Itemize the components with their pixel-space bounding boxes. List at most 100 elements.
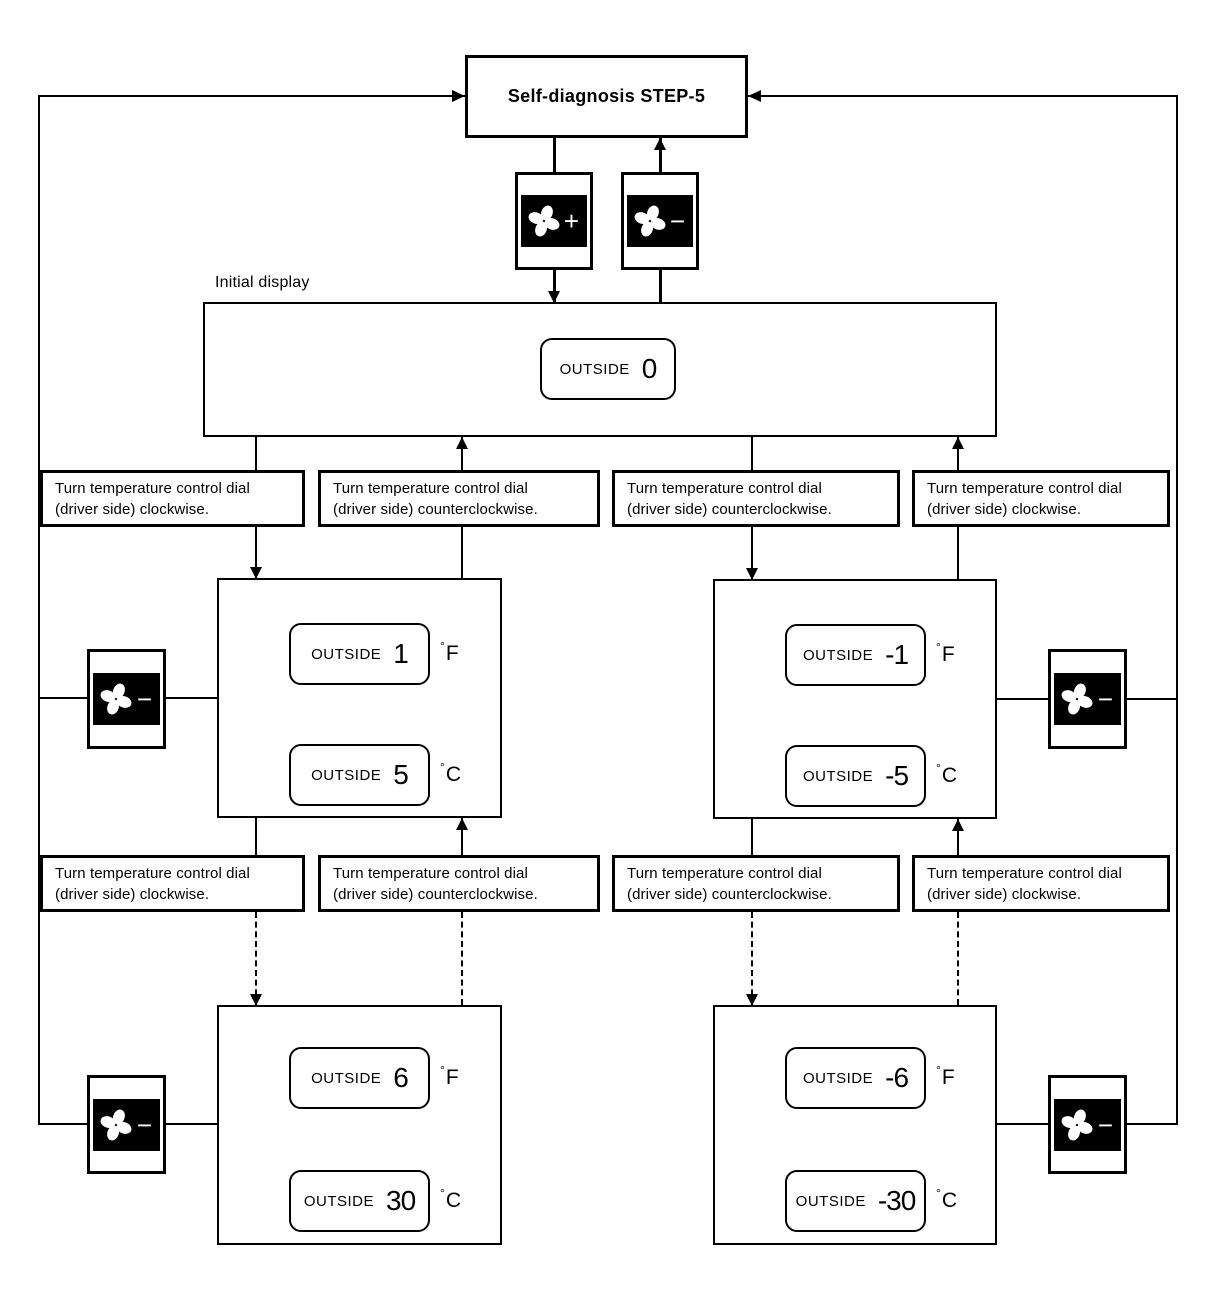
degree-symbol: °: [440, 760, 445, 774]
minus-sign: −: [1097, 684, 1113, 714]
connector-fan-plus-to-initial: [553, 270, 556, 302]
instruction-line: Turn temperature control dial: [927, 479, 1122, 497]
flow-down-right-inner-2: [751, 819, 753, 855]
readout-mid-left-f: OUTSIDE 1: [289, 623, 430, 685]
arrowhead-into-title-right: [748, 90, 761, 102]
instruction-row2-cw-right: Turn temperature control dial (driver si…: [912, 855, 1170, 912]
instruction-row2-ccw-left: Turn temperature control dial (driver si…: [318, 855, 600, 912]
arrowhead-into-title-left: [452, 90, 465, 102]
degree-symbol: °: [936, 1186, 941, 1200]
readout-value: 5: [393, 759, 409, 790]
arrowhead-into-mid-right-bottom: [952, 819, 964, 831]
unit-celsius: °C: [936, 1186, 957, 1213]
readout-label: OUTSIDE: [559, 360, 630, 378]
instruction-line: (driver side) clockwise.: [55, 885, 210, 903]
unit-celsius: °C: [936, 761, 957, 788]
degree-symbol: °: [440, 1186, 445, 1200]
dashed-flow-down-right-inner: [751, 912, 753, 1005]
unit-letter: F: [445, 642, 459, 665]
unit-celsius: °C: [440, 1186, 461, 1213]
readout-bottom-left-c: OUTSIDE 30: [289, 1170, 430, 1232]
readout-value: -5: [885, 760, 909, 791]
dashed-flow-up-left-inner: [461, 912, 463, 1005]
fan-minus-black-panel: −: [627, 195, 693, 247]
arrowhead-into-initial-bottom-right: [952, 437, 964, 449]
minus-sign: −: [136, 1109, 152, 1140]
fan-icon: [97, 1106, 135, 1144]
fan-minus-black-panel: −: [93, 1098, 160, 1151]
instruction-line: Turn temperature control dial: [55, 479, 250, 497]
instruction-line: Turn temperature control dial: [927, 864, 1122, 882]
unit-letter: C: [445, 763, 461, 786]
flow-up-right-outer-2: [957, 819, 959, 855]
connector-fan-to-box-mid-left: [166, 697, 217, 699]
readout-initial: OUTSIDE 0: [540, 338, 676, 400]
fan-minus-button-mid-right: −: [1048, 649, 1127, 749]
fan-icon: [525, 202, 563, 240]
instruction-line: Turn temperature control dial: [333, 479, 528, 497]
arrowhead-into-bottom-left: [250, 994, 262, 1006]
readout-label: OUTSIDE: [311, 645, 382, 663]
arrowhead-into-mid-left: [250, 567, 262, 579]
minus-sign: −: [136, 684, 152, 714]
fan-plus-button: +: [515, 172, 593, 270]
arrowhead-into-mid-left-bottom: [456, 818, 468, 830]
readout-value: 6: [393, 1062, 409, 1093]
arrowhead-into-initial-display: [548, 291, 560, 303]
readout-bottom-left-f: OUTSIDE 6: [289, 1047, 430, 1109]
instruction-line: (driver side) clockwise.: [927, 885, 1082, 903]
connector-fan-to-box-bottom-left: [166, 1123, 217, 1125]
instruction-row1-cw-right: Turn temperature control dial (driver si…: [912, 470, 1170, 527]
readout-bottom-right-f: OUTSIDE -6: [785, 1047, 926, 1109]
unit-letter: C: [941, 764, 957, 787]
connector-fan-minus-to-title: [659, 138, 662, 172]
fan-icon: [97, 680, 135, 718]
readout-label: OUTSIDE: [802, 767, 874, 785]
unit-celsius: °C: [440, 760, 461, 787]
instruction-line: (driver side) counterclockwise.: [627, 885, 832, 903]
fan-minus-button-top: −: [621, 172, 699, 270]
unit-letter: F: [941, 643, 955, 666]
arrowhead-into-title-bottom: [654, 138, 666, 150]
frame-line-left: [38, 95, 40, 1125]
unit-fahrenheit: °F: [440, 639, 459, 666]
arrowhead-into-mid-right: [746, 568, 758, 580]
frame-line-right: [1176, 95, 1178, 1125]
arrowhead-into-bottom-right: [746, 994, 758, 1006]
instruction-line: Turn temperature control dial: [627, 479, 822, 497]
fan-minus-button-bottom-left: −: [87, 1075, 166, 1174]
fan-icon: [631, 202, 669, 240]
connector-fan-to-frame-bottom-right: [1127, 1123, 1178, 1125]
instruction-line: (driver side) counterclockwise.: [333, 885, 538, 903]
unit-fahrenheit: °F: [440, 1063, 459, 1090]
readout-label: OUTSIDE: [802, 646, 874, 664]
degree-symbol: °: [936, 1063, 941, 1077]
arrowhead-into-initial-bottom-left: [456, 437, 468, 449]
fan-minus-black-panel: −: [1054, 673, 1121, 725]
readout-value: -30: [877, 1185, 916, 1216]
fan-minus-black-panel: −: [93, 673, 160, 725]
readout-label: OUTSIDE: [802, 1069, 874, 1087]
instruction-line: (driver side) counterclockwise.: [333, 500, 538, 518]
readout-label: OUTSIDE: [795, 1192, 866, 1210]
fan-minus-button-mid-left: −: [87, 649, 166, 749]
plus-sign: +: [563, 206, 579, 236]
connector-fan-to-frame-mid-right: [1127, 698, 1178, 700]
degree-symbol: °: [440, 1063, 445, 1077]
connector-title-to-fan-plus: [553, 138, 556, 172]
readout-mid-right-c: OUTSIDE -5: [785, 745, 926, 807]
connector-frame-to-fan-bottom-left: [38, 1123, 87, 1125]
unit-fahrenheit: °F: [936, 1063, 955, 1090]
instruction-line: (driver side) counterclockwise.: [627, 500, 832, 518]
instruction-line: Turn temperature control dial: [333, 864, 528, 882]
unit-letter: F: [445, 1066, 459, 1089]
degree-symbol: °: [936, 761, 941, 775]
fan-icon: [1058, 1106, 1096, 1144]
degree-symbol: °: [936, 640, 941, 654]
instruction-line: Turn temperature control dial: [627, 864, 822, 882]
readout-value: -1: [885, 639, 909, 670]
instruction-row2-ccw-right: Turn temperature control dial (driver si…: [612, 855, 900, 912]
connector-box-to-fan-bottom-right: [997, 1123, 1048, 1125]
readout-mid-right-f: OUTSIDE -1: [785, 624, 926, 686]
